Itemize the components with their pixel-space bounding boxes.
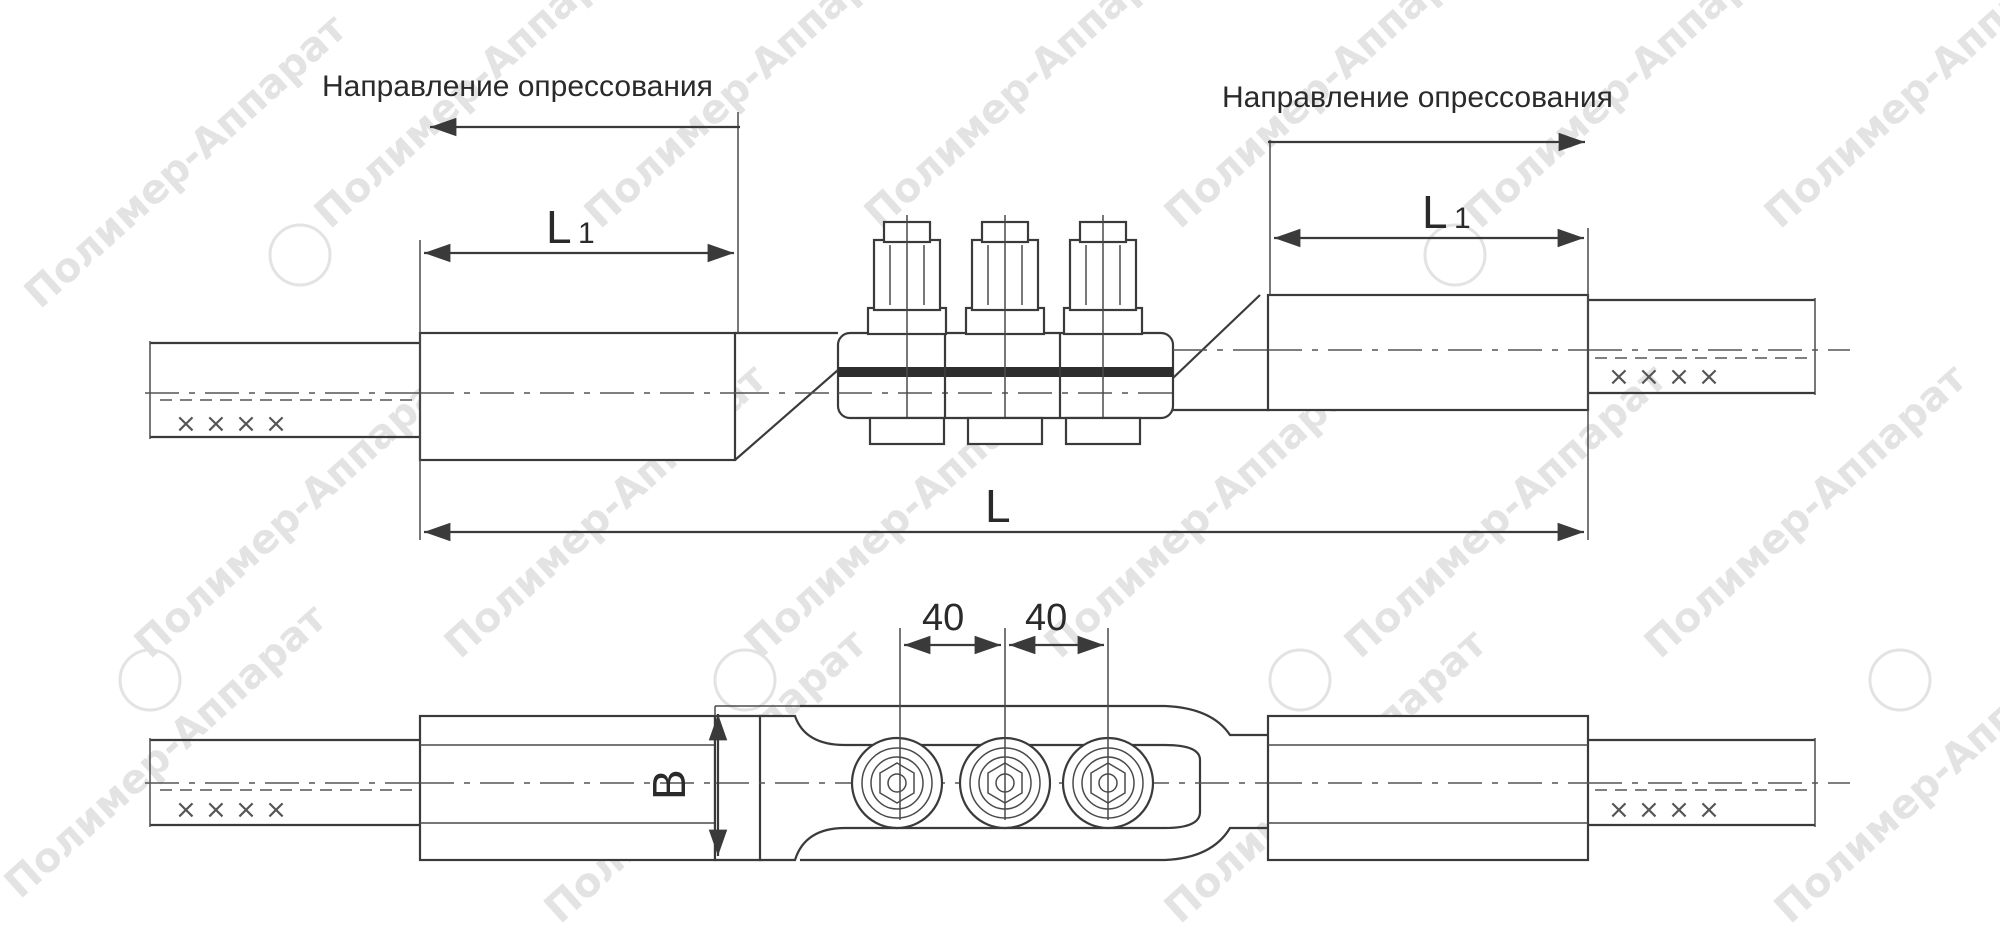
press-direction-label-left: Направление опрессования [322,70,713,103]
strand-marks: × × × × [175,409,287,439]
bolt-3 [1062,215,1144,446]
dimension-pitch-2-label: 40 [1025,597,1067,639]
dimension-L1-right-subscript: 1 [1454,202,1471,235]
watermark-text: Полимер-Аппарат [1636,355,1976,668]
strand-marks: × × × × [1608,795,1720,825]
watermark-text: Полимер-Аппарат [1756,0,2000,237]
dimension-pitch-1-label: 40 [922,597,964,639]
dimension-L1-left-label: L [546,201,572,253]
watermark-text: Полимер-Аппарат [856,0,1196,237]
bolted-clamp [836,215,1175,446]
side-view: × × × × [145,70,1850,542]
dimension-B-label: B [643,769,695,800]
nut-1-plan [850,736,944,830]
right-cable: × × × × [1588,298,1850,395]
bolt-2 [964,215,1046,446]
press-direction-label-right: Направление опрессования [1222,81,1613,114]
left-press-sleeve-plan [418,714,717,862]
watermark-text: Полимер-Аппарат [1766,620,2000,931]
dimension-L1-right-label: L [1422,186,1448,238]
watermark-text: Полимер-Аппарат [1456,0,1796,237]
left-cable: × × × × [145,341,420,439]
left-cable-plan: × × × × [145,738,420,827]
left-press-sleeve [418,331,737,462]
plan-view: × × × × B [145,597,1850,862]
strand-marks: × × × × [1608,362,1720,392]
watermark-logo-icon [118,223,1932,712]
strand-marks: × × × × [175,795,287,825]
right-press-sleeve [1266,293,1590,412]
dimension-L1-left-subscript: 1 [578,217,595,250]
bolt-1 [866,215,948,446]
watermark-text: Полимер-Аппарат [16,5,356,318]
right-press-sleeve-plan [1266,714,1590,862]
dimension-L-label: L [985,480,1011,532]
right-cable-plan: × × × × [1588,738,1850,827]
